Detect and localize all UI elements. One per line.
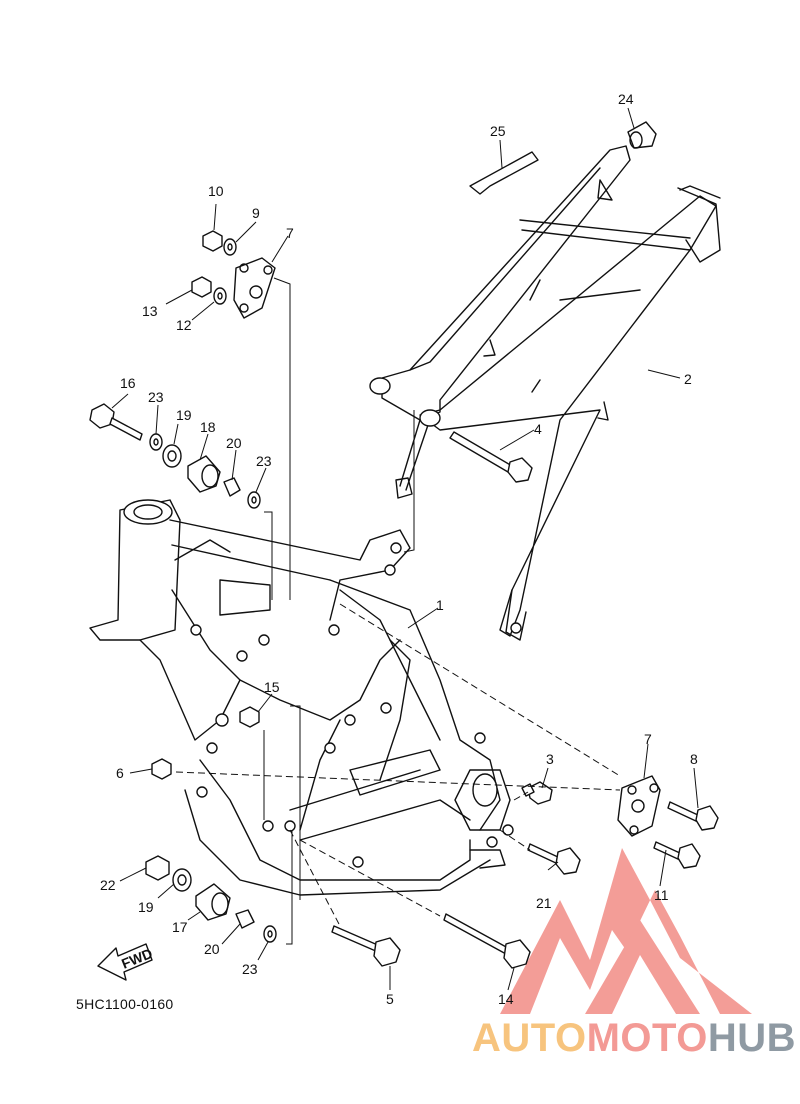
callout-1: 1 <box>436 597 444 613</box>
callout-25: 25 <box>490 123 506 139</box>
callout-19-top: 19 <box>176 407 192 423</box>
callout-13: 13 <box>142 303 158 319</box>
callout-11: 11 <box>654 887 669 903</box>
nut-22 <box>145 855 170 881</box>
engine-bracket-top <box>233 257 276 319</box>
callout-6: 6 <box>116 765 124 781</box>
callout-21: 21 <box>536 895 552 911</box>
nut-13 <box>191 276 212 298</box>
bolt-8 <box>667 801 719 831</box>
collar-20b <box>235 909 255 929</box>
callout-3: 3 <box>546 751 554 767</box>
callout-7-top: 7 <box>286 225 294 241</box>
bush-19a <box>162 444 182 468</box>
collar-17 <box>195 883 231 921</box>
collar-24 <box>627 121 657 149</box>
washer-23c <box>263 925 277 943</box>
callout-14: 14 <box>498 991 514 1007</box>
callout-16: 16 <box>120 375 136 391</box>
watermark-logo <box>500 848 752 1014</box>
callout-23-top: 23 <box>148 389 164 405</box>
fwd-arrow: FWD <box>97 943 155 981</box>
rear-subframe <box>369 145 721 641</box>
bracket-25 <box>469 151 539 195</box>
callout-17: 17 <box>172 919 188 935</box>
diagram-code: 5HC1100-0160 <box>76 996 174 1012</box>
callout-5: 5 <box>386 991 394 1007</box>
engine-bracket-right <box>617 775 661 837</box>
watermark-brand: AUTOMOTOHUB <box>472 1018 796 1058</box>
callout-12: 12 <box>176 317 192 333</box>
washer-23a <box>149 433 163 451</box>
callout-18: 18 <box>200 419 216 435</box>
callout-7-right: 7 <box>644 731 652 747</box>
callout-labels: 1 2 3 4 5 6 7 7 8 9 10 11 12 13 14 15 16… <box>100 91 698 1007</box>
leader-lines <box>111 107 699 991</box>
callout-20-top: 20 <box>226 435 242 451</box>
bolt-21 <box>527 843 581 875</box>
watermark-part-hub: HUB <box>707 1016 797 1060</box>
callout-22: 22 <box>100 877 116 893</box>
callout-23-bottom: 23 <box>242 961 258 977</box>
callout-24: 24 <box>618 91 634 107</box>
watermark-part-auto: AUTO <box>472 1016 587 1060</box>
nut-15 <box>239 706 260 728</box>
callout-8: 8 <box>690 751 698 767</box>
washer-9 <box>223 238 237 256</box>
washer-23b <box>247 491 261 509</box>
callout-2: 2 <box>684 371 692 387</box>
fwd-label: FWD <box>119 945 155 972</box>
bush-19b <box>172 868 192 892</box>
bolt-4 <box>449 431 533 483</box>
nut-6 <box>151 758 172 780</box>
nut-10 <box>202 230 223 252</box>
callout-9: 9 <box>252 205 260 221</box>
bolt-14 <box>443 913 531 969</box>
callout-4: 4 <box>534 421 542 437</box>
washer-12 <box>213 287 227 305</box>
callout-20-bottom: 20 <box>204 941 220 957</box>
collar-18 <box>187 455 221 493</box>
watermark-part-moto: MOTO <box>586 1016 708 1060</box>
assembly-lines <box>175 277 621 945</box>
collar-20a <box>223 477 241 497</box>
bolt-3 <box>521 781 553 805</box>
main-frame <box>89 499 514 896</box>
callout-19-bottom: 19 <box>138 899 154 915</box>
callout-15: 15 <box>264 679 280 695</box>
bolt-16 <box>89 403 143 441</box>
callout-10: 10 <box>208 183 224 199</box>
bolt-11 <box>653 841 701 869</box>
bolt-5 <box>331 925 401 967</box>
callout-23-mid: 23 <box>256 453 272 469</box>
